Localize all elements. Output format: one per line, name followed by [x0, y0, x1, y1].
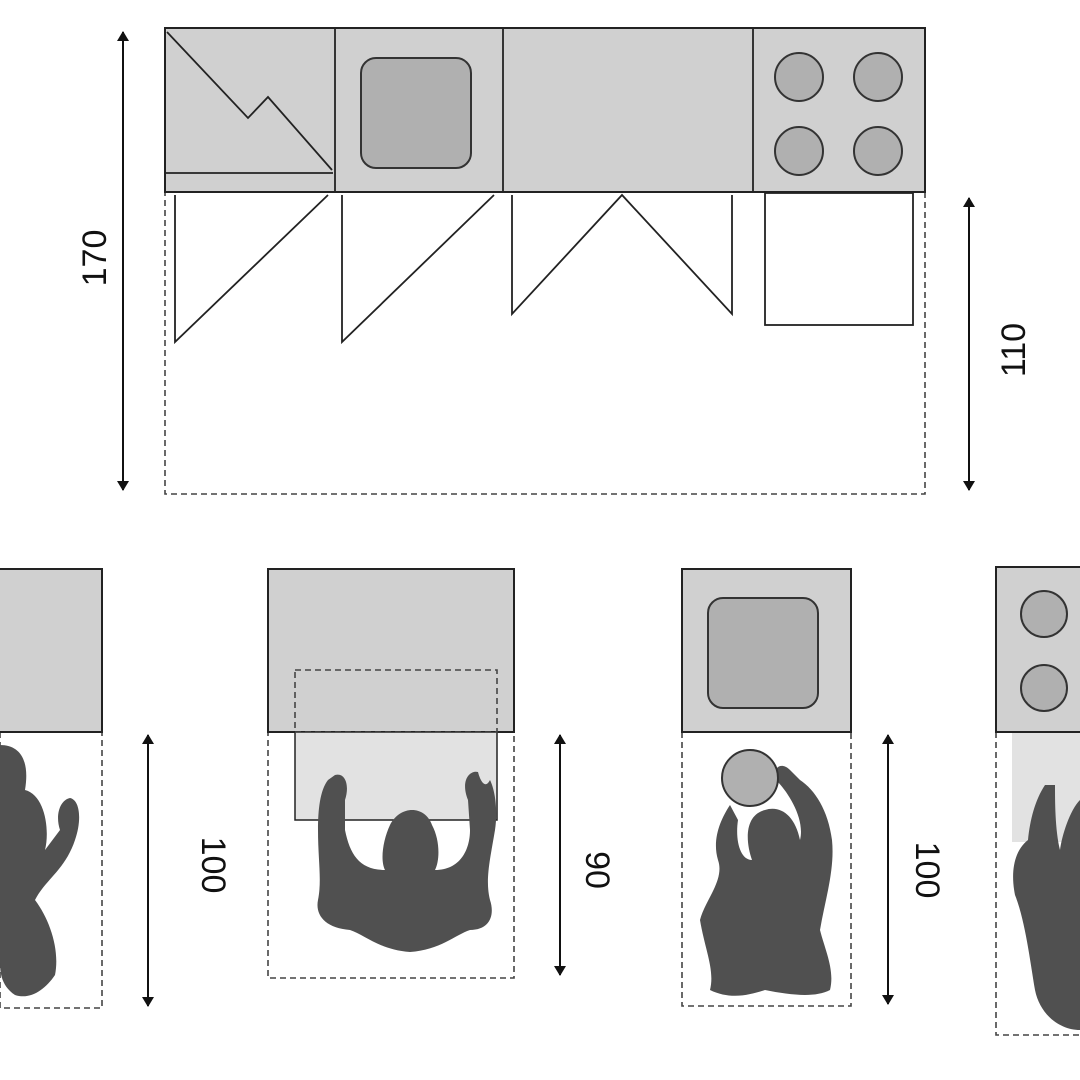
panel-sink: 100 — [681, 568, 946, 1007]
cooktop-burners — [774, 52, 903, 176]
panel-cooktop — [995, 566, 1080, 1036]
pot — [721, 749, 779, 807]
cabinet-door-swing — [341, 194, 495, 345]
clearance-label: 110 — [995, 323, 1033, 377]
person-silhouette — [1013, 785, 1080, 1030]
sink-basin — [360, 57, 472, 169]
oven-door — [764, 192, 914, 326]
depth-label: 170 — [76, 230, 114, 287]
clearance-label: 100 — [194, 837, 232, 894]
person-silhouette — [0, 745, 80, 997]
panel-fridge: 100 — [0, 568, 232, 1009]
panel-drawer: 90 — [267, 568, 616, 979]
clearance-zone — [164, 191, 926, 495]
kitchen-plan: 170 110 — [76, 27, 1033, 495]
double-door-swing — [511, 193, 733, 317]
person-silhouette — [700, 765, 833, 996]
fridge-door-swing — [174, 194, 329, 345]
clearance-label: 90 — [578, 851, 616, 889]
fridge-symbol — [166, 31, 333, 171]
person-silhouette — [317, 771, 497, 952]
clearance-label: 100 — [908, 842, 946, 899]
